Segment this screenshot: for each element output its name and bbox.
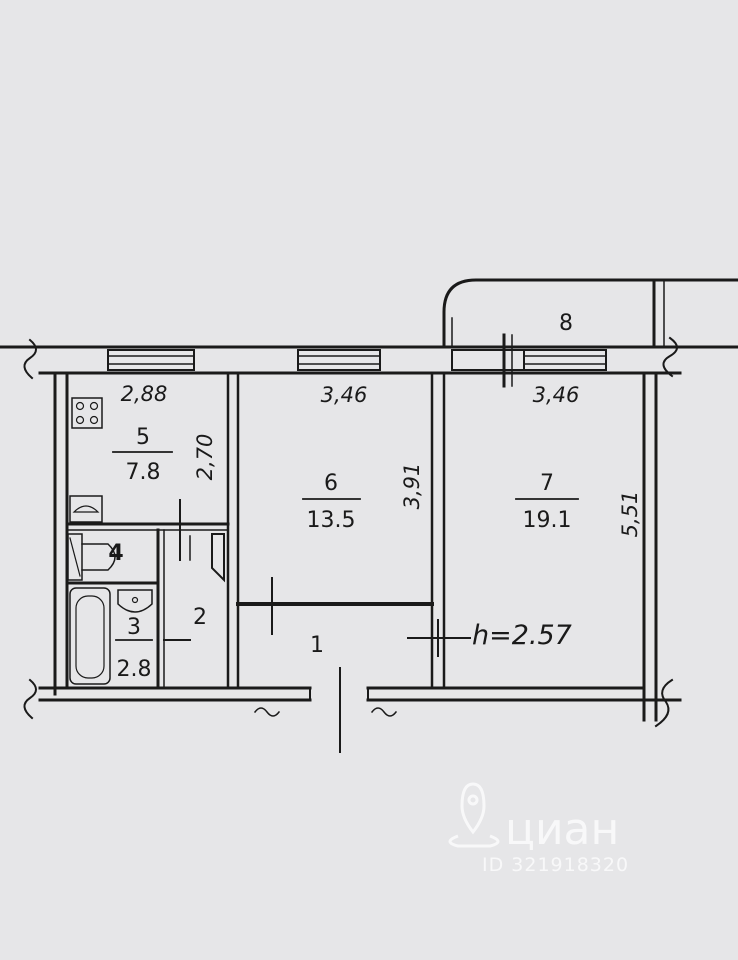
watermark-id: ID 321918320 bbox=[482, 854, 629, 876]
dim-room6-depth: 3,91 bbox=[400, 463, 424, 510]
bottom-wall bbox=[23, 667, 682, 753]
watermark: циан ID 321918320 bbox=[448, 782, 629, 876]
bathtub-icon bbox=[69, 587, 111, 685]
top-exterior-wall bbox=[0, 333, 738, 388]
balcony-outline bbox=[442, 278, 738, 349]
room-7-number: 7 bbox=[540, 471, 554, 496]
room-7-area: 19.1 bbox=[523, 508, 572, 533]
toilet-icon bbox=[67, 533, 116, 581]
watermark-brand: циан bbox=[505, 804, 619, 855]
room-3-area: 2.8 bbox=[117, 657, 152, 682]
dim-room7-depth: 5,51 bbox=[618, 491, 642, 538]
interior-walls bbox=[65, 371, 471, 690]
room-4-number: 4 bbox=[108, 541, 123, 566]
left-exterior-wall bbox=[53, 371, 69, 696]
dim-kitchen-width: 2,88 bbox=[121, 382, 168, 406]
room-2-number: 2 bbox=[193, 605, 207, 630]
kitchen-sink-icon bbox=[69, 495, 103, 523]
room-3-number: 3 bbox=[127, 615, 141, 640]
room-5-number: 5 bbox=[136, 425, 150, 450]
room-5-area: 7.8 bbox=[126, 460, 161, 485]
dim-kitchen-depth: 2,70 bbox=[193, 434, 217, 481]
right-exterior-wall bbox=[642, 371, 658, 722]
stove-icon bbox=[71, 397, 103, 429]
room-1-number: 1 bbox=[310, 633, 324, 658]
room-8-number: 8 bbox=[559, 311, 573, 336]
dim-room6-width: 3,46 bbox=[321, 383, 368, 407]
room-6-number: 6 bbox=[324, 471, 338, 496]
location-pin-icon bbox=[448, 782, 500, 848]
ceiling-height: h=2.57 bbox=[472, 620, 572, 651]
bathroom-sink-icon bbox=[117, 589, 153, 613]
room-6-area: 13.5 bbox=[307, 508, 356, 533]
dim-room7-width: 3,46 bbox=[533, 383, 580, 407]
